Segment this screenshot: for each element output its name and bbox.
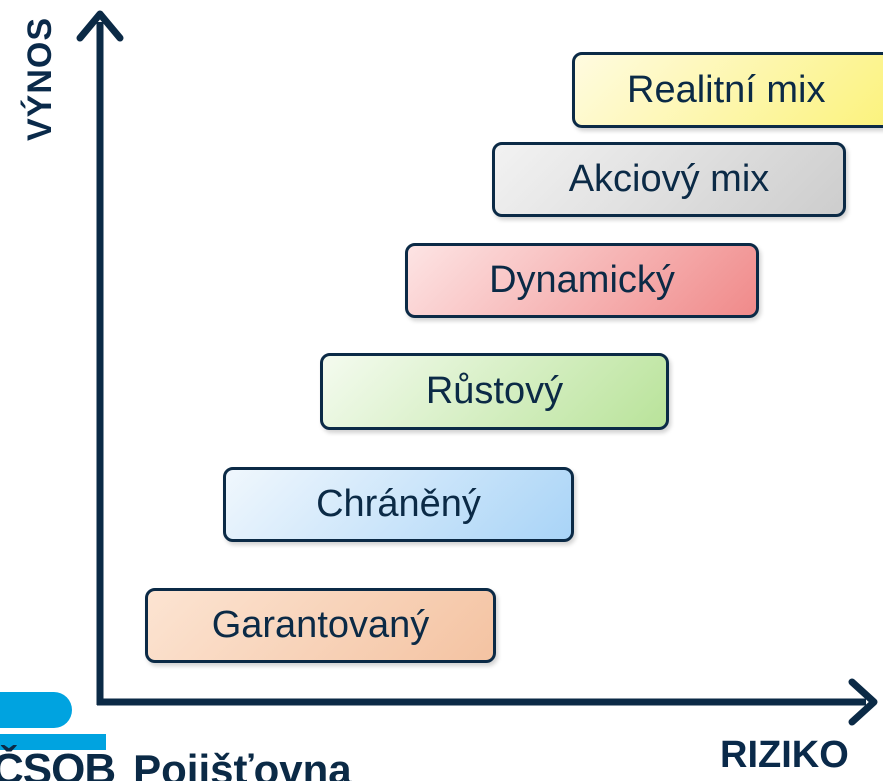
logo-wordmark: ČSOB Pojišťovna [0,748,352,781]
level-box-akciovy-mix: Akciový mix [492,142,846,217]
x-axis-arrow [848,678,878,726]
y-axis-arrow [76,10,124,42]
x-axis-label: RIZIKO [720,734,849,776]
logo-brand: ČSOB [0,745,116,781]
logo-ball-mark [0,692,72,728]
level-box-garantovany: Garantovaný [145,588,496,663]
level-box-rustovy: Růstový [320,353,669,430]
logo-bar-mark [0,734,106,750]
level-box-dynamicky: Dynamický [405,243,759,318]
level-box-chraneny: Chráněný [223,467,574,542]
level-box-realitni-mix: Realitní mix [572,52,883,128]
logo-name: Pojišťovna [133,746,352,781]
y-axis-label: VÝNOS [21,16,59,141]
csob-pojistovna-logo: ČSOB Pojišťovna [0,690,420,781]
